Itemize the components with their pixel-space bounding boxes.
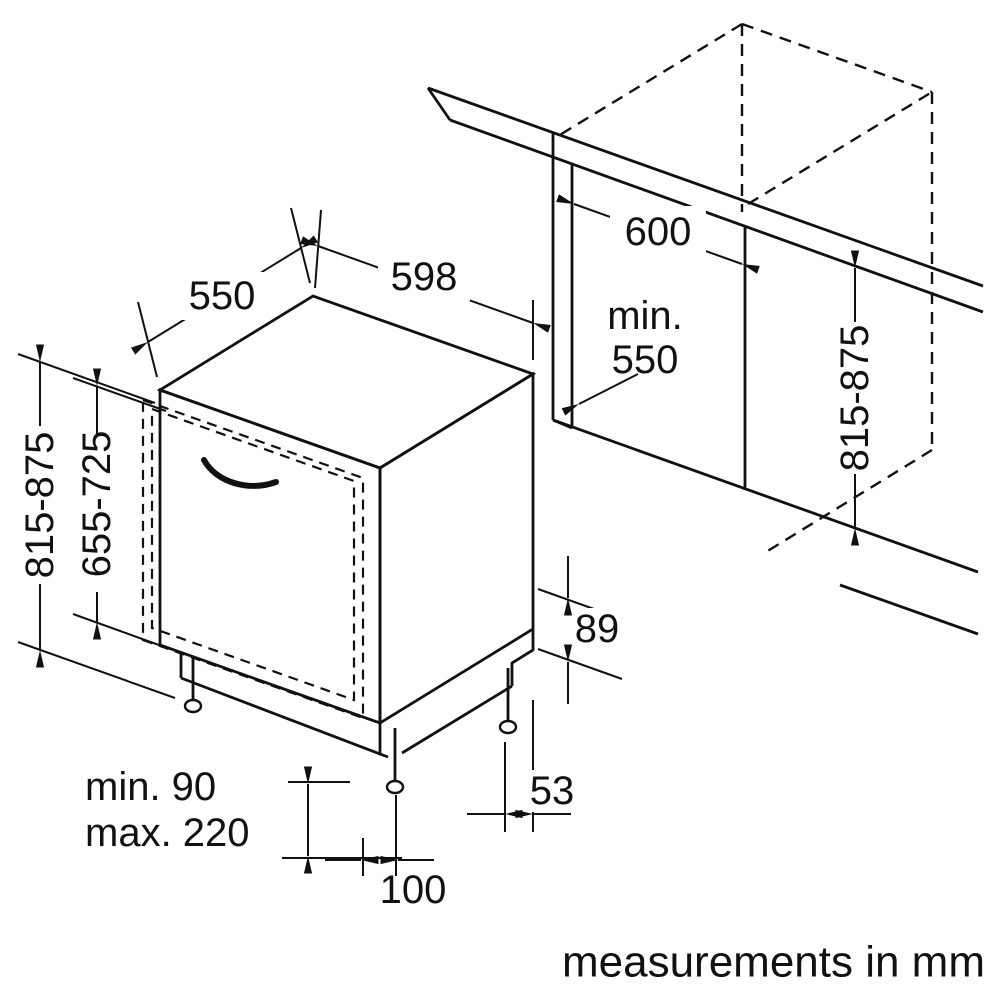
dim-depth: 550 [130, 207, 319, 378]
dim-89-label: 89 [575, 607, 620, 651]
niche-width-label: 600 [625, 210, 692, 254]
dim-width: 598 [300, 209, 551, 360]
dim-598-label: 598 [391, 255, 458, 299]
dim-niche-width: 600 [556, 194, 760, 274]
dim-plinth-max-label: max. 220 [85, 811, 250, 855]
niche-height-label: 815-875 [833, 325, 877, 472]
door-handle [201, 457, 279, 489]
niche-depth-min-value: 550 [612, 338, 679, 382]
measurements-note: measurements in mm [562, 938, 985, 987]
dim-foot-inset: 100 [325, 795, 446, 912]
dim-53-label: 53 [530, 769, 575, 813]
dim-plinth-min-label: min. 90 [85, 765, 216, 809]
niche-depth-min-prefix: min. [607, 294, 683, 338]
dim-door-height-label: 655-725 [75, 431, 119, 578]
dim-door-height: 655-725 [72, 368, 171, 650]
dim-niche-height: 815-875 [833, 250, 877, 546]
dim-height-left-label: 815-875 [18, 432, 62, 579]
dim-100-label: 100 [380, 868, 447, 912]
worktop [426, 86, 984, 314]
dim-side-recess: 53 [467, 700, 579, 832]
dishwasher-drawing [156, 294, 537, 795]
cabinet-dashed-box [557, 22, 934, 554]
adjustable-feet [183, 658, 518, 795]
dim-height: 815-875 [17, 344, 176, 699]
dim-base-step: 89 [537, 556, 623, 704]
dim-plinth-height: min. 90 max. 220 [85, 765, 402, 874]
dim-550-label: 550 [189, 274, 256, 318]
dishwasher-door-panel-dashed [141, 398, 365, 720]
dim-niche-depth: min. 550 [561, 294, 683, 416]
